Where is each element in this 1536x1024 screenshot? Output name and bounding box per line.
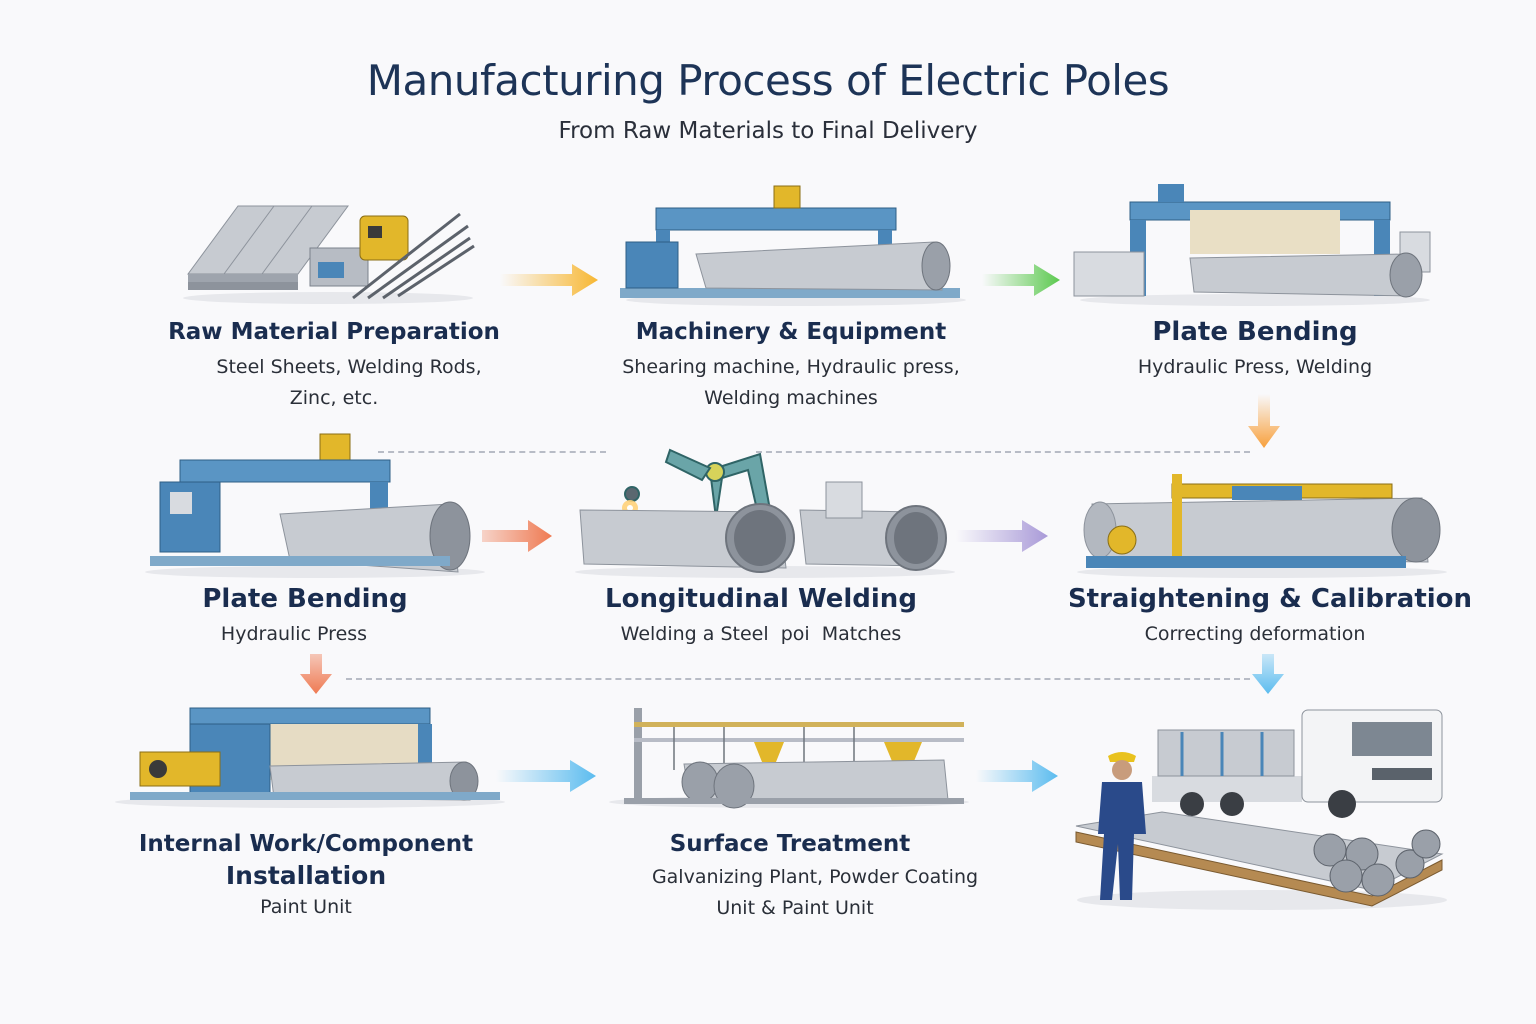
step-desc-line: Hydraulic Press xyxy=(220,623,368,645)
step-desc-line: Welding a Steel poi Matches xyxy=(620,623,902,645)
steel-pipe-icon xyxy=(695,241,951,291)
step-desc-line: Steel Sheets, Welding Rods, xyxy=(216,356,482,378)
step-title: Longitudinal Welding xyxy=(605,584,917,614)
step-title: Plate Bending xyxy=(202,584,408,614)
delivery-illustration xyxy=(1075,709,1447,910)
page-title: Manufacturing Process of Electric Poles xyxy=(366,56,1170,105)
straightening-machine-illustration xyxy=(1077,474,1447,578)
arrow-step8-to-step9 xyxy=(976,760,1058,792)
arrow-step3-down xyxy=(1248,394,1280,448)
step-desc-line: Paint Unit xyxy=(260,896,352,918)
shearing-machine-illustration xyxy=(620,185,966,306)
welding-rods-icon xyxy=(352,212,475,300)
step-machinery-equipment: Machinery & Equipment Shearing machine, … xyxy=(586,316,996,414)
step-desc-line: Unit & Paint Unit xyxy=(716,897,874,919)
step-desc-line: Galvanizing Plant, Powder Coating xyxy=(651,866,979,888)
component-installation-illustration xyxy=(115,707,505,808)
truck-icon xyxy=(1152,709,1443,818)
step-desc-line: Correcting deformation xyxy=(1144,623,1366,645)
arrow-step4-down xyxy=(300,654,332,694)
connector-line-row3 xyxy=(346,678,1250,680)
arrow-step5-to-step6 xyxy=(956,520,1048,552)
step-desc-line: Welding machines xyxy=(704,387,878,409)
steel-sheets-illustration xyxy=(183,205,475,304)
steel-pipe-icon xyxy=(681,759,949,809)
steel-pipe-icon xyxy=(279,501,471,573)
step-straightening-calibration: Straightening & Calibration Correcting d… xyxy=(1060,583,1480,650)
connector-line-row2-right xyxy=(756,451,1250,453)
step-title: Internal Work/Component xyxy=(138,831,474,857)
step-longitudinal-welding: Longitudinal Welding Welding a Steel poi… xyxy=(566,583,956,650)
step-desc-line: Hydraulic Press, Welding xyxy=(1137,356,1373,378)
galvanizing-line-illustration xyxy=(609,708,969,809)
steel-sheet-stack-icon xyxy=(187,205,349,290)
step-title-line2: Installation xyxy=(225,861,387,890)
step-desc-line: Zinc, etc. xyxy=(289,387,379,409)
step-desc-line: Shearing machine, Hydraulic press, xyxy=(622,356,960,378)
page-subtitle: From Raw Materials to Final Delivery xyxy=(558,118,978,144)
steel-pipe-icon xyxy=(269,761,479,801)
bending-press-illustration xyxy=(1073,184,1431,306)
arrow-step4-to-step5 xyxy=(482,520,552,552)
arrow-step1-to-step2 xyxy=(500,264,598,296)
pipe-bundle-icon xyxy=(1313,829,1441,897)
step-title: Raw Material Preparation xyxy=(168,319,500,345)
connector-line-row2-left xyxy=(378,451,606,453)
step-title: Straightening & Calibration xyxy=(1067,584,1473,614)
steel-pipe-icon xyxy=(579,503,947,573)
step-internal-work-installation: Internal Work/Component Installation Pai… xyxy=(116,828,496,923)
generator-icon xyxy=(139,751,221,787)
step-surface-treatment: Surface Treatment Galvanizing Plant, Pow… xyxy=(610,828,1020,924)
hydraulic-press-illustration xyxy=(145,433,485,578)
steel-pipe-icon xyxy=(1083,497,1441,563)
arrow-step6-down xyxy=(1252,654,1284,694)
arrow-step7-to-step8 xyxy=(496,760,596,792)
steel-pipe-icon xyxy=(1189,252,1423,298)
worker-icon xyxy=(1098,752,1146,900)
arrow-step2-to-step3 xyxy=(982,264,1060,296)
step-raw-material-preparation: Raw Material Preparation Steel Sheets, W… xyxy=(134,316,534,414)
step-title: Surface Treatment xyxy=(669,831,911,857)
step-plate-bending-1: Plate Bending Hydraulic Press, Welding xyxy=(1074,316,1436,383)
step-plate-bending-2: Plate Bending Hydraulic Press xyxy=(150,583,460,650)
step-title: Machinery & Equipment xyxy=(635,319,947,345)
welding-generator-icon xyxy=(359,215,409,261)
step-title: Plate Bending xyxy=(1152,317,1358,347)
robotic-welder-illustration xyxy=(575,448,955,578)
